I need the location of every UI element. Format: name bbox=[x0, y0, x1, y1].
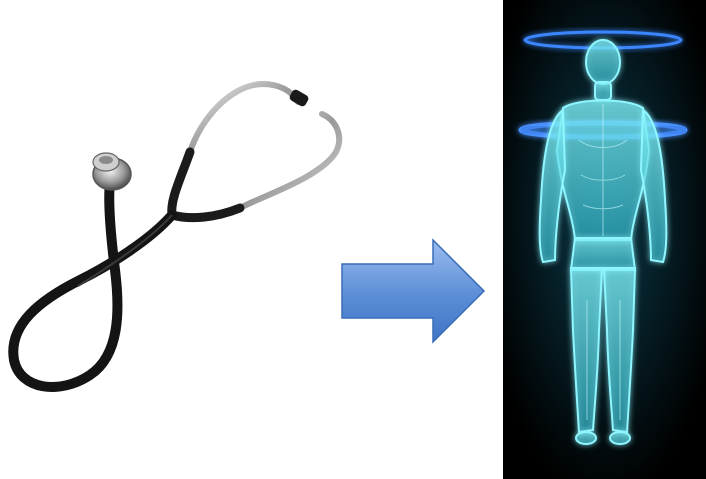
human-body-hologram-icon bbox=[503, 0, 706, 479]
stethoscope-icon bbox=[0, 70, 350, 400]
arrow-right-icon bbox=[338, 236, 488, 346]
